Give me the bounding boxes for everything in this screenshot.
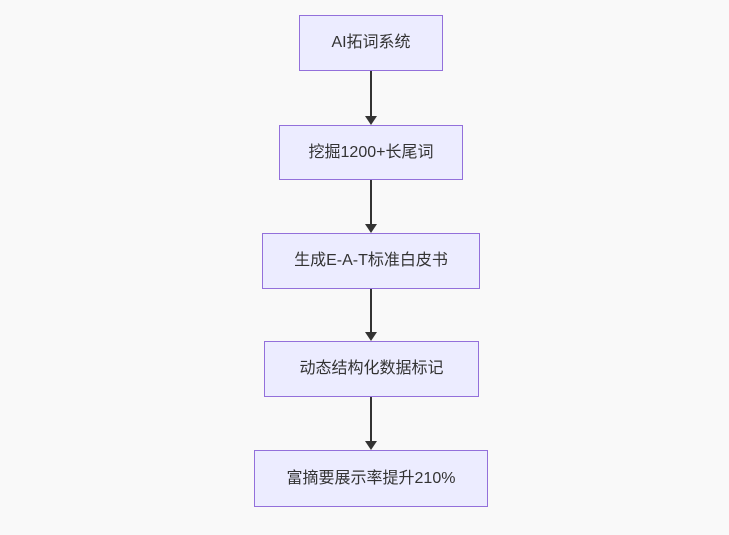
- flowchart-node-step-4: 动态结构化数据标记: [264, 341, 479, 397]
- connector-arrow-2: [364, 180, 378, 233]
- connector-arrow-4: [364, 397, 378, 450]
- flowchart-node-step-2: 挖掘1200+长尾词: [279, 125, 463, 180]
- flowchart-node-step-1: AI拓词系统: [299, 15, 443, 71]
- flowchart-node-step-5: 富摘要展示率提升210%: [254, 450, 488, 507]
- connector-arrow-1: [364, 71, 378, 125]
- arrow-down-icon: [365, 224, 377, 233]
- arrow-down-icon: [365, 116, 377, 125]
- node-label: 生成E-A-T标准白皮书: [294, 252, 448, 270]
- arrow-line: [370, 289, 372, 333]
- node-label: AI拓词系统: [331, 34, 411, 52]
- node-label: 富摘要展示率提升210%: [286, 469, 456, 487]
- flowchart-node-step-3: 生成E-A-T标准白皮书: [262, 233, 480, 289]
- node-label: 挖掘1200+长尾词: [308, 143, 434, 161]
- node-label: 动态结构化数据标记: [299, 360, 444, 378]
- arrow-line: [370, 180, 372, 225]
- arrow-line: [370, 71, 372, 117]
- arrow-down-icon: [365, 441, 377, 450]
- arrow-line: [370, 397, 372, 442]
- arrow-down-icon: [365, 332, 377, 341]
- connector-arrow-3: [364, 289, 378, 341]
